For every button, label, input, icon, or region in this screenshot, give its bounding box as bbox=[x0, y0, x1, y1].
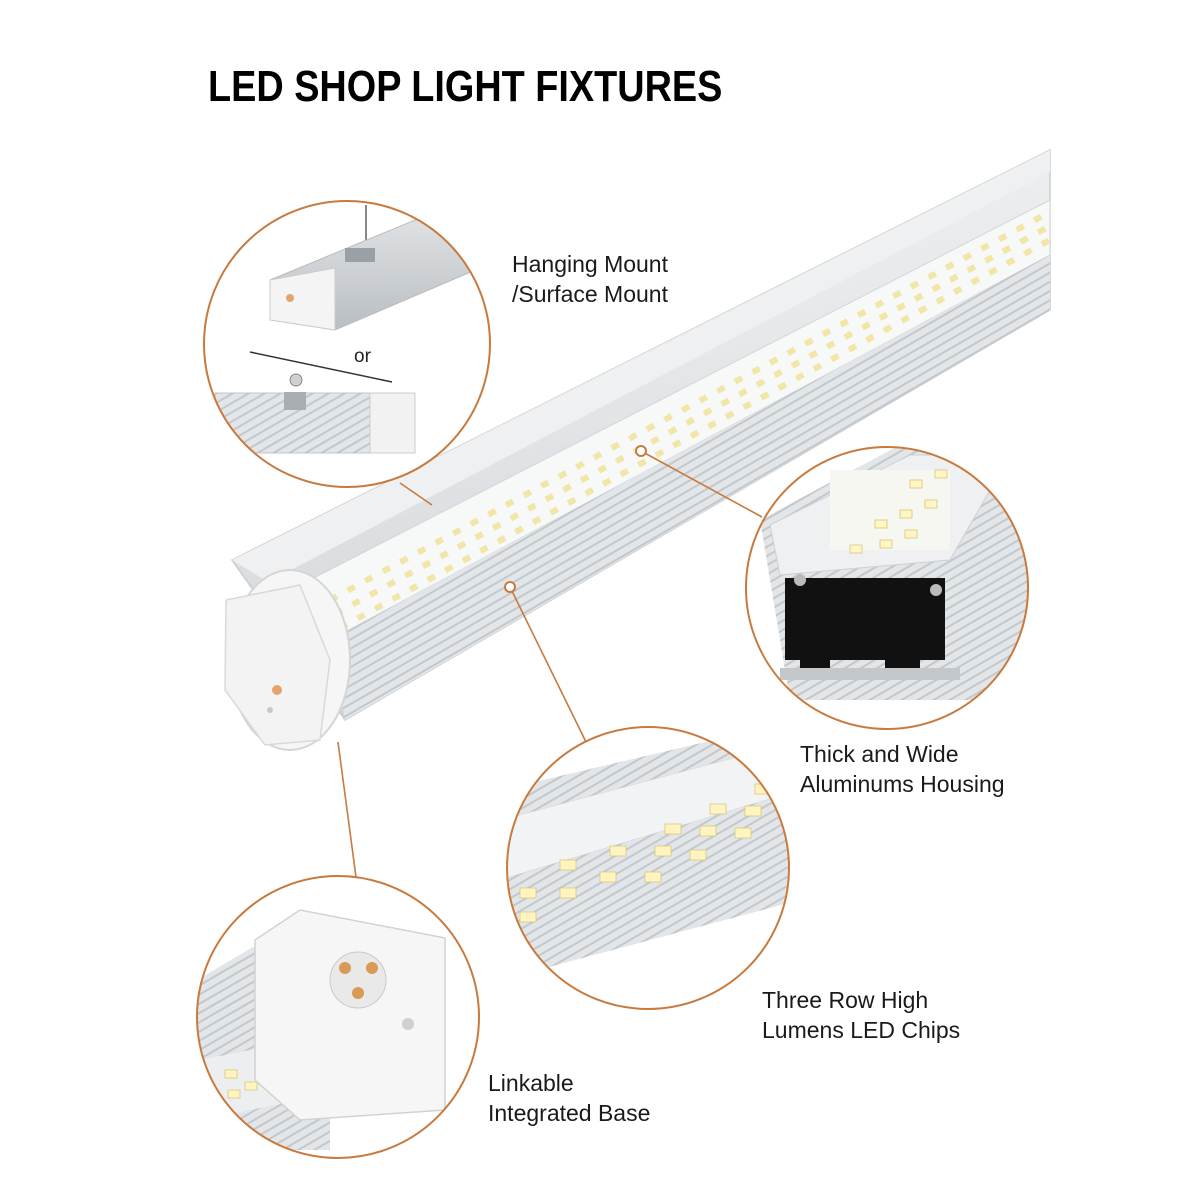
housing-detail-circle bbox=[745, 446, 1029, 730]
surface-mount-icon bbox=[214, 373, 416, 454]
light-tube bbox=[230, 148, 1052, 721]
page-title: LED SHOP LIGHT FIXTURES bbox=[208, 62, 723, 111]
led-chip-rows bbox=[328, 209, 1052, 631]
connector-base-icon bbox=[197, 909, 446, 1150]
chips-label-line2: Lumens LED Chips bbox=[762, 1017, 961, 1043]
mount-label-line1: Hanging Mount bbox=[512, 251, 668, 277]
housing-profile-icon bbox=[760, 447, 1028, 700]
callout-dots bbox=[504, 445, 647, 593]
base-detail-circle bbox=[196, 875, 480, 1159]
housing-label: Thick and Wide Aluminums Housing bbox=[800, 739, 1005, 799]
housing-label-line1: Thick and Wide bbox=[800, 741, 959, 767]
end-cap bbox=[224, 569, 351, 751]
mount-detail-circle bbox=[203, 200, 491, 488]
base-label-line2: Integrated Base bbox=[488, 1100, 651, 1126]
chips-label-line1: Three Row High bbox=[762, 987, 929, 1013]
mount-label-line2: /Surface Mount bbox=[512, 281, 668, 307]
chips-detail-circle bbox=[506, 726, 790, 1010]
callout-lines bbox=[337, 450, 763, 878]
base-label-line1: Linkable bbox=[488, 1070, 574, 1096]
base-label: Linkable Integrated Base bbox=[488, 1068, 650, 1128]
mount-label: Hanging Mount /Surface Mount bbox=[512, 249, 668, 309]
chips-label: Three Row High Lumens LED Chips bbox=[762, 985, 960, 1045]
housing-label-line2: Aluminums Housing bbox=[800, 771, 1005, 797]
mount-separator: or bbox=[354, 346, 371, 367]
